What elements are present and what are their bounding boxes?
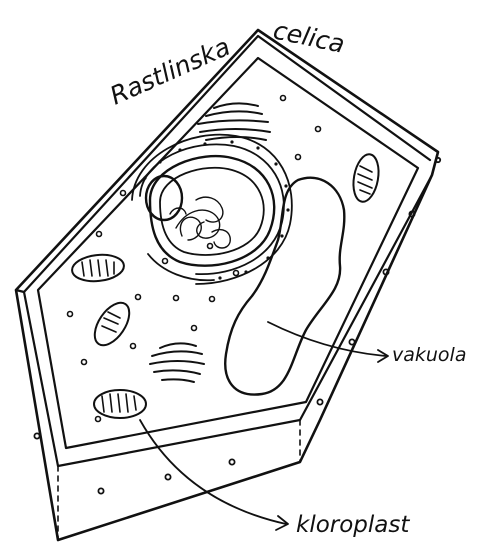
title-part-1: Rastlinska xyxy=(106,32,235,111)
golgi-apparatus-bottom xyxy=(150,343,204,382)
nucleus xyxy=(132,135,292,284)
chloroplast-bottom xyxy=(94,390,146,418)
label-chloroplast: kloroplast xyxy=(296,512,410,538)
chloroplast-left-top xyxy=(71,252,125,283)
chloroplast-right xyxy=(350,152,382,203)
cell-membrane xyxy=(38,58,418,448)
chloroplast-left-middle xyxy=(88,297,136,351)
cell-wall xyxy=(16,30,438,540)
nucleolus xyxy=(146,176,182,220)
label-vacuole: vakuola xyxy=(392,344,466,366)
chromatin xyxy=(170,197,230,248)
vacuole xyxy=(225,178,344,395)
